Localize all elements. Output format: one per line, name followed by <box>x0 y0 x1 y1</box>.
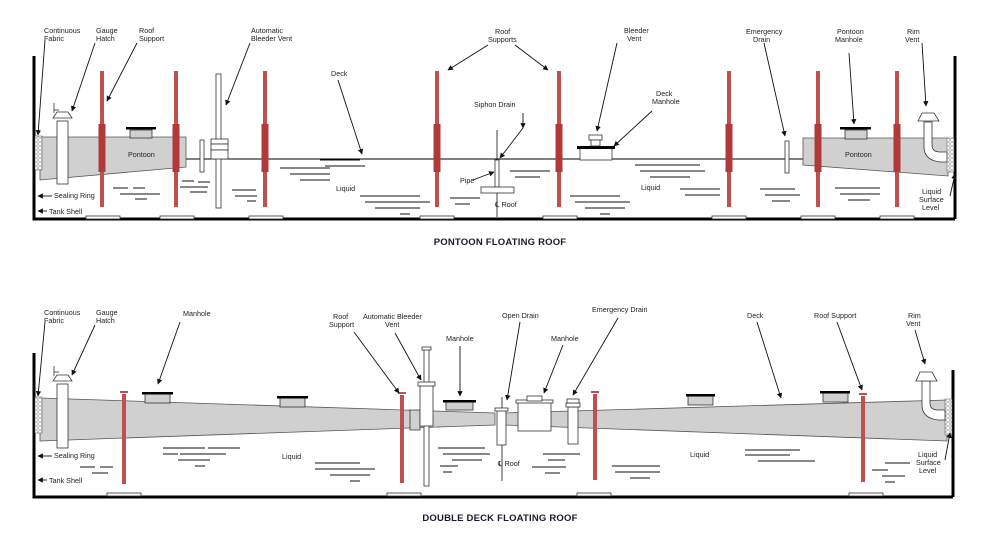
roof-support <box>398 392 406 483</box>
roof-support <box>555 71 563 207</box>
label-deck: Deck <box>747 311 764 320</box>
roof-support <box>725 71 733 207</box>
floor-pads <box>106 492 884 497</box>
label-pipe: Pipe <box>460 176 474 185</box>
automatic-bleeder-vent <box>417 346 436 487</box>
rim-vent <box>917 112 948 163</box>
label-tank-shell: Tank Shell <box>49 207 83 216</box>
floor-pads <box>85 215 915 220</box>
label-emergency-drain: Emergency Drain <box>592 305 648 314</box>
label-deck: Deck <box>331 69 348 78</box>
label-pontoon-right: Pontoon <box>845 150 872 159</box>
label-manhole-right: Manhole <box>551 334 579 343</box>
pontoon-manhole-right <box>840 127 871 140</box>
gauge-hatch <box>52 366 73 449</box>
roof-support <box>859 393 867 482</box>
label-manhole-center: Manhole <box>446 334 474 343</box>
roof-support <box>591 391 599 480</box>
label-liquid-2: Liquid <box>641 183 660 192</box>
automatic-bleeder-vent <box>199 73 229 209</box>
roof-support <box>261 71 269 207</box>
manhole <box>277 396 308 408</box>
manhole <box>820 391 850 403</box>
label-sealing-ring: Sealing Ring <box>54 451 95 460</box>
label-center-roof: ℄ Roof <box>494 200 517 209</box>
gauge-hatch <box>52 103 73 185</box>
sealing-ring-right <box>944 398 953 436</box>
sealing-ring-left <box>34 135 43 171</box>
label-liquid-1: Liquid <box>336 184 355 193</box>
liquid-dashes <box>80 447 910 483</box>
diagram-title-pontoon: PONTOON FLOATING ROOF <box>434 237 567 248</box>
tank-shell-left <box>32 353 953 499</box>
manhole-box <box>515 395 554 432</box>
roof-support <box>433 71 441 207</box>
label-manhole-left: Manhole <box>183 309 211 318</box>
label-center-roof: ℄ Roof <box>497 459 520 468</box>
label-siphon-drain: Siphon Drain <box>474 100 516 109</box>
siphon-drain <box>480 130 515 217</box>
emergency-drain <box>784 140 790 174</box>
tank-shell-left <box>32 56 955 221</box>
rim-vent <box>915 371 946 421</box>
callout-arrows <box>35 317 952 483</box>
roof-support <box>98 71 106 207</box>
manhole <box>686 394 715 406</box>
roof-support <box>172 71 180 207</box>
diagram-title-double-deck: DOUBLE DECK FLOATING ROOF <box>422 513 577 524</box>
manhole <box>142 392 173 404</box>
double-deck-center <box>409 409 421 431</box>
label-roof-support-right: Roof Support <box>814 311 856 320</box>
label-sealing-ring: Sealing Ring <box>54 191 95 200</box>
label-open-drain: Open Drain <box>502 311 539 320</box>
roof-support <box>120 391 128 484</box>
emergency-drain <box>565 398 581 445</box>
deck-manhole <box>577 134 615 161</box>
liquid-dashes <box>113 159 880 215</box>
label-tank-shell: Tank Shell <box>49 476 83 485</box>
callout-arrows <box>35 39 957 214</box>
roof-support <box>814 71 822 207</box>
open-drain <box>494 397 509 481</box>
roof-supports <box>120 391 867 484</box>
sealing-ring-left <box>34 396 43 434</box>
pontoon-manhole-left <box>126 127 156 139</box>
manhole <box>443 400 476 411</box>
label-liquid-2: Liquid <box>690 450 709 459</box>
sealing-ring-right <box>946 137 955 173</box>
label-liquid-1: Liquid <box>282 452 301 461</box>
roof-supports <box>98 71 901 207</box>
roof-support <box>893 71 901 207</box>
label-pontoon-left: Pontoon <box>128 150 155 159</box>
